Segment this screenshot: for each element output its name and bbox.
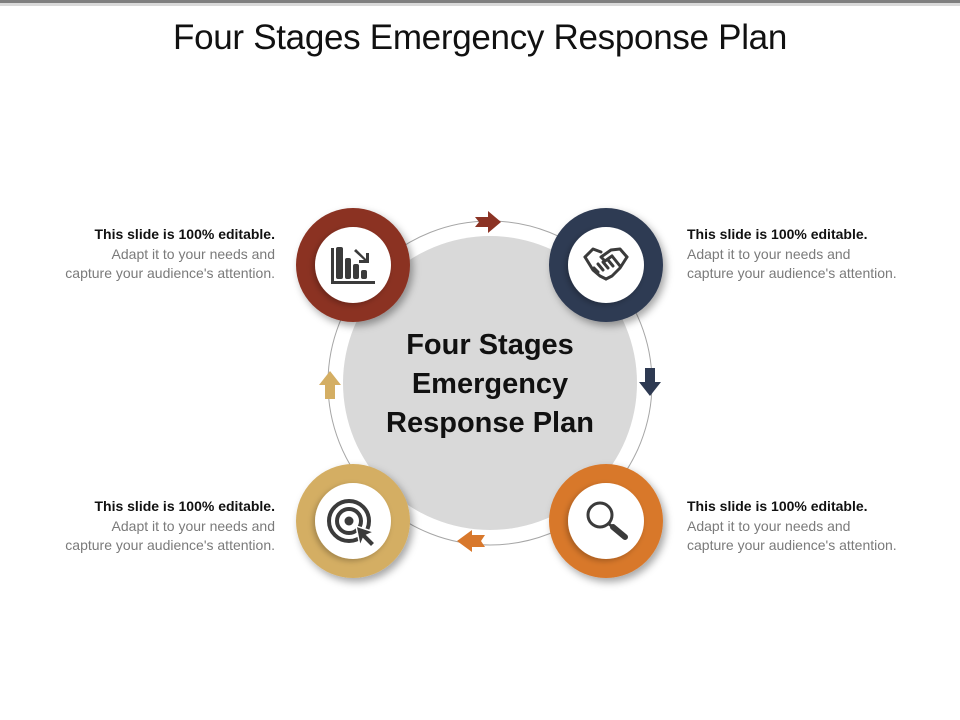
stage-1-line1: Adapt it to your needs and xyxy=(111,245,275,262)
handshake-icon xyxy=(583,247,629,281)
center-label: Four Stages Emergency Response Plan xyxy=(386,329,594,439)
stage-3-badge[interactable] xyxy=(296,464,410,578)
stage-3-line2: capture your audience's attention. xyxy=(65,537,275,553)
stage-2-heading: This slide is 100% editable. xyxy=(687,226,868,242)
stage-2-line1: Adapt it to your needs and xyxy=(687,245,851,262)
magnifier-icon xyxy=(586,501,628,540)
arrow-right xyxy=(475,211,501,233)
arrow-left xyxy=(457,530,485,552)
stage-1-badge[interactable] xyxy=(296,208,410,322)
center-disc xyxy=(343,236,637,530)
stage-3-description: This slide is 100% editable. Adapt it to… xyxy=(25,497,275,556)
slide-title: Four Stages Emergency Response Plan xyxy=(173,18,787,57)
stage-2-description: This slide is 100% editable. Adapt it to… xyxy=(687,225,937,284)
stage-3-line1: Adapt it to your needs and xyxy=(111,517,275,534)
stage-1-description: This slide is 100% editable. Adapt it to… xyxy=(25,225,275,284)
stage-2-badge[interactable] xyxy=(549,208,663,322)
stage-1-heading: This slide is 100% editable. xyxy=(94,226,275,242)
stage-4-badge[interactable] xyxy=(549,464,663,578)
stage-4-description: This slide is 100% editable. Adapt it to… xyxy=(687,497,937,556)
arrow-down xyxy=(639,368,661,396)
arrow-up xyxy=(319,371,341,399)
stage-4-heading: This slide is 100% editable. xyxy=(687,498,868,514)
stage-3-heading: This slide is 100% editable. xyxy=(94,498,275,514)
top-accent-bar-light xyxy=(0,3,960,6)
bar-chart-decrease-icon xyxy=(331,247,375,284)
target-cursor-icon xyxy=(327,499,377,549)
stage-1-line2: capture your audience's attention. xyxy=(65,265,275,281)
stage-4-line1: Adapt it to your needs and xyxy=(687,517,851,534)
stage-2-line2: capture your audience's attention. xyxy=(687,265,897,281)
top-accent-bar xyxy=(0,0,960,3)
stage-4-line2: capture your audience's attention. xyxy=(687,537,897,553)
